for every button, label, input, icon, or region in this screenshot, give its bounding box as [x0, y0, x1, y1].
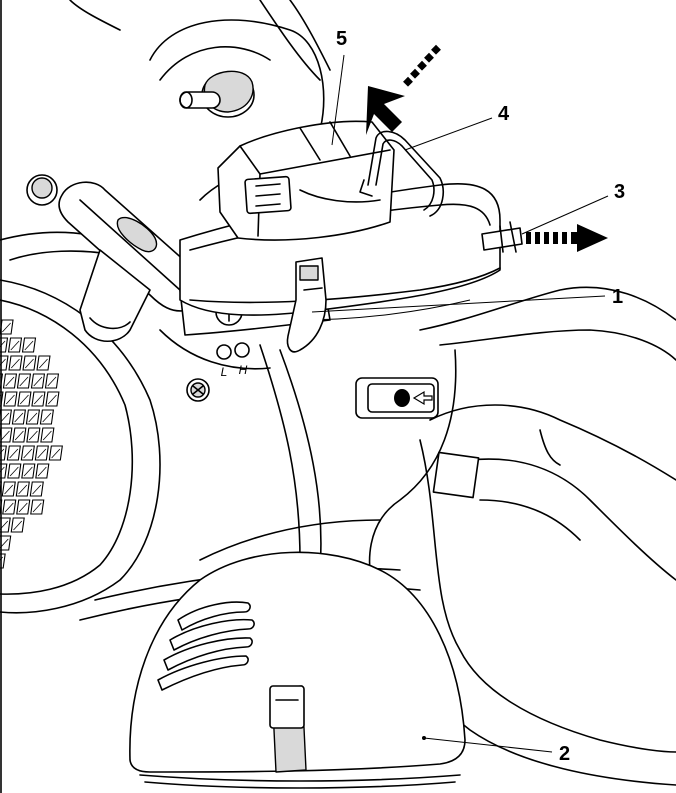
grille-cell-mark: [42, 412, 52, 423]
grille-cell-mark: [14, 430, 24, 441]
grille-cell-mark: [51, 448, 61, 459]
cylinder-cooling-grille: [0, 279, 161, 614]
leader-lines: [311, 54, 609, 753]
callout-3: 3: [614, 181, 625, 203]
cover-vent-slots: [157, 601, 255, 691]
callout-5: 5: [336, 28, 347, 50]
grille-cell-mark: [23, 466, 33, 477]
carburetor-screws: L H: [216, 342, 250, 379]
grille-cell-mark: [9, 466, 19, 477]
grille-cell-mark: [2, 322, 11, 333]
grille-cell-mark: [19, 394, 29, 405]
grille-cell-mark: [5, 376, 15, 387]
grille-cell-mark: [37, 466, 47, 477]
callout-4: 4: [498, 103, 510, 125]
cover-latch: [286, 257, 327, 353]
grille-cell-mark: [32, 502, 42, 513]
grille-cell-mark: [0, 412, 10, 423]
choke-lever: [58, 181, 205, 343]
grille-cell-mark: [37, 448, 47, 459]
grille-cell-mark: [10, 358, 20, 369]
grille-cell: [0, 391, 4, 407]
grille-cell-mark: [47, 394, 57, 405]
pull-arrow-icon: [526, 224, 608, 252]
grille-cell-mark: [42, 430, 52, 441]
upper-housing: [0, 0, 331, 261]
grille-cell-mark: [4, 484, 14, 495]
housing-screw: [186, 378, 210, 402]
grille-cell-mark: [38, 358, 48, 369]
leader-line-5: [331, 54, 345, 146]
grille-cell-mark: [0, 430, 10, 441]
grille-cell-mark: [13, 520, 23, 531]
grille-cell-mark: [32, 484, 42, 495]
grille-cell-mark: [33, 394, 43, 405]
grille-cell-mark: [5, 394, 15, 405]
air-filter-element: [217, 120, 395, 241]
lower-housing: [159, 329, 322, 571]
leader-line-3: [521, 195, 609, 235]
screw-marking-l: L: [221, 365, 228, 379]
leader-line-2: [423, 737, 553, 753]
leader-line-4: [404, 117, 493, 151]
carburetor-hose: [481, 221, 523, 253]
grille-cell-mark: [9, 448, 19, 459]
grille-cell-mark: [18, 484, 28, 495]
grille-cell-mark: [14, 412, 24, 423]
grille-cell-mark: [33, 376, 43, 387]
grille-cell-mark: [10, 340, 20, 351]
primer-button: [26, 174, 58, 206]
grille-cell-mark: [47, 376, 57, 387]
grille-cell-mark: [23, 448, 33, 459]
grille-cell-mark: [28, 412, 38, 423]
callout-1: 1: [612, 286, 623, 308]
filter-clip: [359, 130, 444, 217]
screw-marking-h: H: [239, 363, 248, 377]
grille-cell-mark: [28, 430, 38, 441]
grille-cell-mark: [19, 376, 29, 387]
rear-handle-housing: [79, 286, 676, 786]
filter-cover: [129, 551, 466, 789]
grille-cell-mark: [18, 502, 28, 513]
decompression-knob: [179, 70, 255, 118]
leader-line-1: [311, 295, 606, 313]
stop-switch: [355, 377, 439, 419]
press-arrow-icon: [366, 44, 441, 135]
grille-cell-mark: [0, 448, 5, 459]
grille-cell-mark: [4, 502, 14, 513]
grille-cell-mark: [24, 340, 34, 351]
grille-cell-mark: [24, 358, 34, 369]
callout-2: 2: [559, 743, 570, 765]
